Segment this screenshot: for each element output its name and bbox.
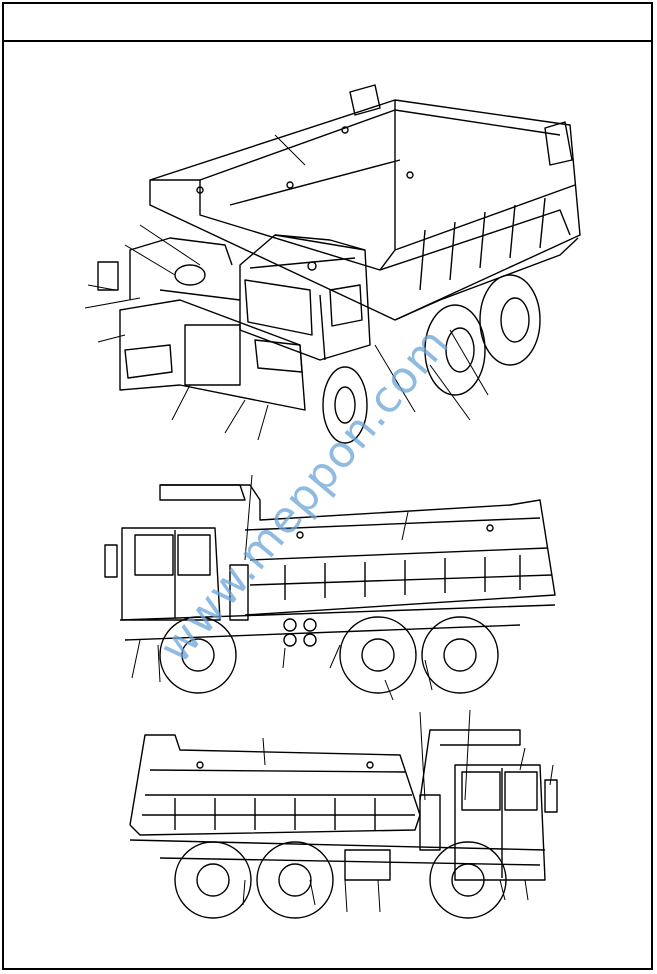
right-cab <box>454 764 558 881</box>
right-chassis <box>129 794 546 881</box>
iso-wheels <box>322 274 541 444</box>
left-dump-body <box>159 484 556 616</box>
left-cab <box>104 527 221 621</box>
iso-front-end <box>97 237 306 411</box>
left-wheels <box>159 616 499 694</box>
iso-cab <box>239 234 371 361</box>
right-dump-body <box>129 729 521 836</box>
iso-leader-lines <box>84 134 489 441</box>
truck-isometric-figure <box>84 84 581 444</box>
truck-right-side-figure <box>129 709 558 919</box>
truck-left-side-figure <box>104 474 556 701</box>
right-leader-lines <box>242 709 554 913</box>
header-band <box>4 4 651 42</box>
left-leader-lines <box>131 474 433 701</box>
iso-dump-body <box>149 84 581 321</box>
right-wheels <box>174 841 507 919</box>
